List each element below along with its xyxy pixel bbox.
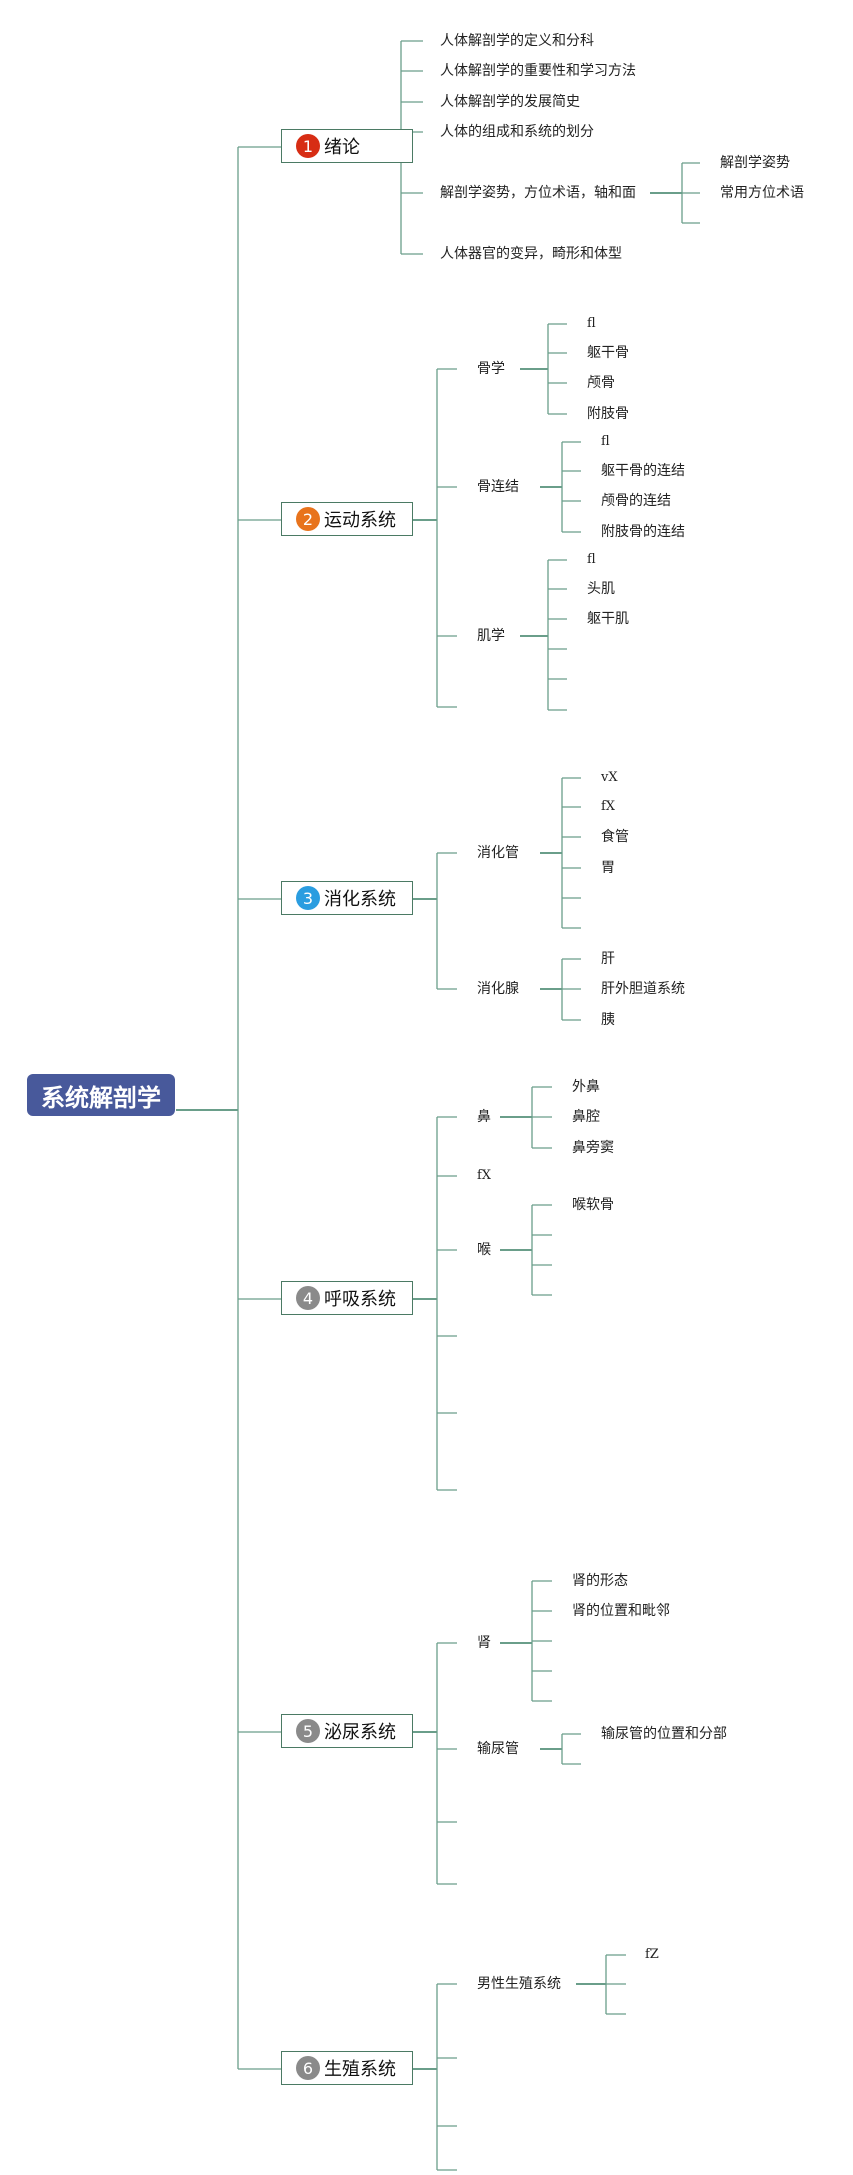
subtopic-digestive-glands[interactable]: 消化腺 <box>477 981 519 997</box>
kidney-item[interactable]: 肾的位置和毗邻 <box>572 1603 670 1619</box>
bone-item[interactable]: 躯干骨 <box>587 345 629 361</box>
intro-topic[interactable]: 人体的组成和系统的划分 <box>440 124 594 140</box>
tract-item[interactable]: 胃 <box>601 860 615 876</box>
root-topic[interactable]: 系统解剖学 <box>27 1074 175 1116</box>
joint-item[interactable]: 附肢骨的连结 <box>601 524 685 540</box>
intro-topic-posture[interactable]: 解剖学姿势，方位术语，轴和面 <box>440 185 636 201</box>
muscle-item[interactable]: 头肌 <box>587 581 615 597</box>
bone-item[interactable]: fl <box>587 316 596 331</box>
nose-item[interactable]: 外鼻 <box>572 1079 600 1095</box>
subtopic-unlabeled[interactable]: fX <box>477 1168 492 1183</box>
number-badge-1: 1 <box>296 134 320 158</box>
posture-child[interactable]: 解剖学姿势 <box>720 155 790 171</box>
tract-item[interactable]: 食管 <box>601 829 629 845</box>
bone-item[interactable]: 附肢骨 <box>587 406 629 422</box>
number-badge-2: 2 <box>296 507 320 531</box>
nose-item[interactable]: 鼻腔 <box>572 1109 600 1125</box>
gland-item[interactable]: 肝外胆道系统 <box>601 981 685 997</box>
chapter-digestive-system[interactable]: 3 消化系统 <box>281 881 413 915</box>
number-badge-5: 5 <box>296 1719 320 1743</box>
muscle-item[interactable]: fl <box>587 552 596 567</box>
intro-topic[interactable]: 人体解剖学的重要性和学习方法 <box>440 63 636 79</box>
joint-item[interactable]: 躯干骨的连结 <box>601 463 685 479</box>
intro-topic[interactable]: 人体解剖学的发展简史 <box>440 94 580 110</box>
posture-child[interactable]: 常用方位术语 <box>720 185 804 201</box>
gland-item[interactable]: 胰 <box>601 1012 615 1028</box>
kidney-item[interactable]: 肾的形态 <box>572 1573 628 1589</box>
muscle-item[interactable]: 躯干肌 <box>587 611 629 627</box>
chapter-reproductive-system[interactable]: 6 生殖系统 <box>281 2051 413 2085</box>
gland-item[interactable]: 肝 <box>601 951 615 967</box>
number-badge-4: 4 <box>296 1286 320 1310</box>
subtopic-digestive-tract[interactable]: 消化管 <box>477 845 519 861</box>
subtopic-male-reproductive[interactable]: 男性生殖系统 <box>477 1976 561 1992</box>
chapter-title: 泌尿系统 <box>324 1722 396 1743</box>
number-badge-3: 3 <box>296 886 320 910</box>
bone-item[interactable]: 颅骨 <box>587 375 615 391</box>
chapter-intro[interactable]: 1 绪论 <box>281 129 413 163</box>
male-item[interactable]: fZ <box>645 1947 659 1962</box>
ureter-item[interactable]: 输尿管的位置和分部 <box>601 1726 727 1742</box>
chapter-title: 生殖系统 <box>324 2059 396 2080</box>
intro-topic[interactable]: 人体器官的变异，畸形和体型 <box>440 246 622 262</box>
tract-item[interactable]: fX <box>601 799 616 814</box>
chapter-motor-system[interactable]: 2 运动系统 <box>281 502 413 536</box>
subtopic-larynx[interactable]: 喉 <box>477 1242 491 1258</box>
tract-item[interactable]: vX <box>601 770 618 785</box>
chapter-title: 消化系统 <box>324 889 396 910</box>
intro-topic[interactable]: 人体解剖学的定义和分科 <box>440 33 594 49</box>
chapter-urinary-system[interactable]: 5 泌尿系统 <box>281 1714 413 1748</box>
subtopic-myology[interactable]: 肌学 <box>477 628 505 644</box>
larynx-item[interactable]: 喉软骨 <box>572 1197 614 1213</box>
subtopic-kidney[interactable]: 肾 <box>477 1635 491 1651</box>
joint-item[interactable]: 颅骨的连结 <box>601 493 671 509</box>
nose-item[interactable]: 鼻旁窦 <box>572 1140 614 1156</box>
subtopic-ureter[interactable]: 输尿管 <box>477 1741 519 1757</box>
chapter-title: 运动系统 <box>324 510 396 531</box>
subtopic-arthrology[interactable]: 骨连结 <box>477 479 519 495</box>
joint-item[interactable]: fl <box>601 434 610 449</box>
number-badge-6: 6 <box>296 2056 320 2080</box>
chapter-title: 绪论 <box>324 137 360 158</box>
subtopic-osteology[interactable]: 骨学 <box>477 361 505 377</box>
chapter-respiratory-system[interactable]: 4 呼吸系统 <box>281 1281 413 1315</box>
chapter-title: 呼吸系统 <box>324 1289 396 1310</box>
subtopic-nose[interactable]: 鼻 <box>477 1109 491 1125</box>
